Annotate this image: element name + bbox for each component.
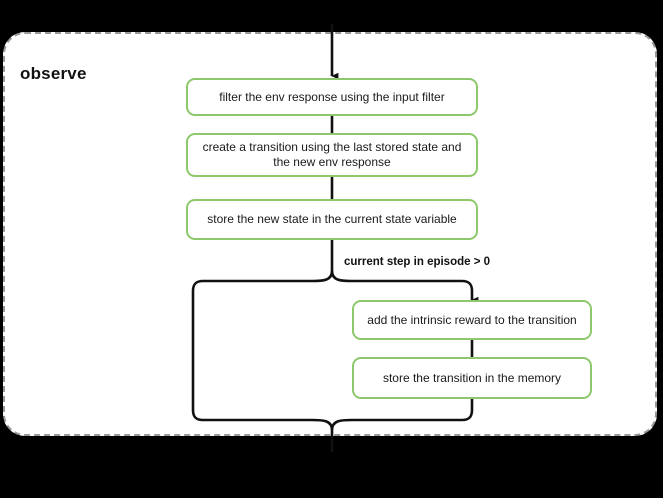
page-title: observe <box>20 64 87 83</box>
node-store-new-state[interactable]: store the new state in the current state… <box>186 199 478 240</box>
node-add-intrinsic-reward[interactable]: add the intrinsic reward to the transiti… <box>352 300 592 340</box>
node-filter-env-response[interactable]: filter the env response using the input … <box>186 78 478 116</box>
node-create-transition[interactable]: create a transition using the last store… <box>186 133 478 177</box>
node-store-transition[interactable]: store the transition in the memory <box>352 357 592 399</box>
condition-label: current step in episode > 0 <box>344 256 491 268</box>
